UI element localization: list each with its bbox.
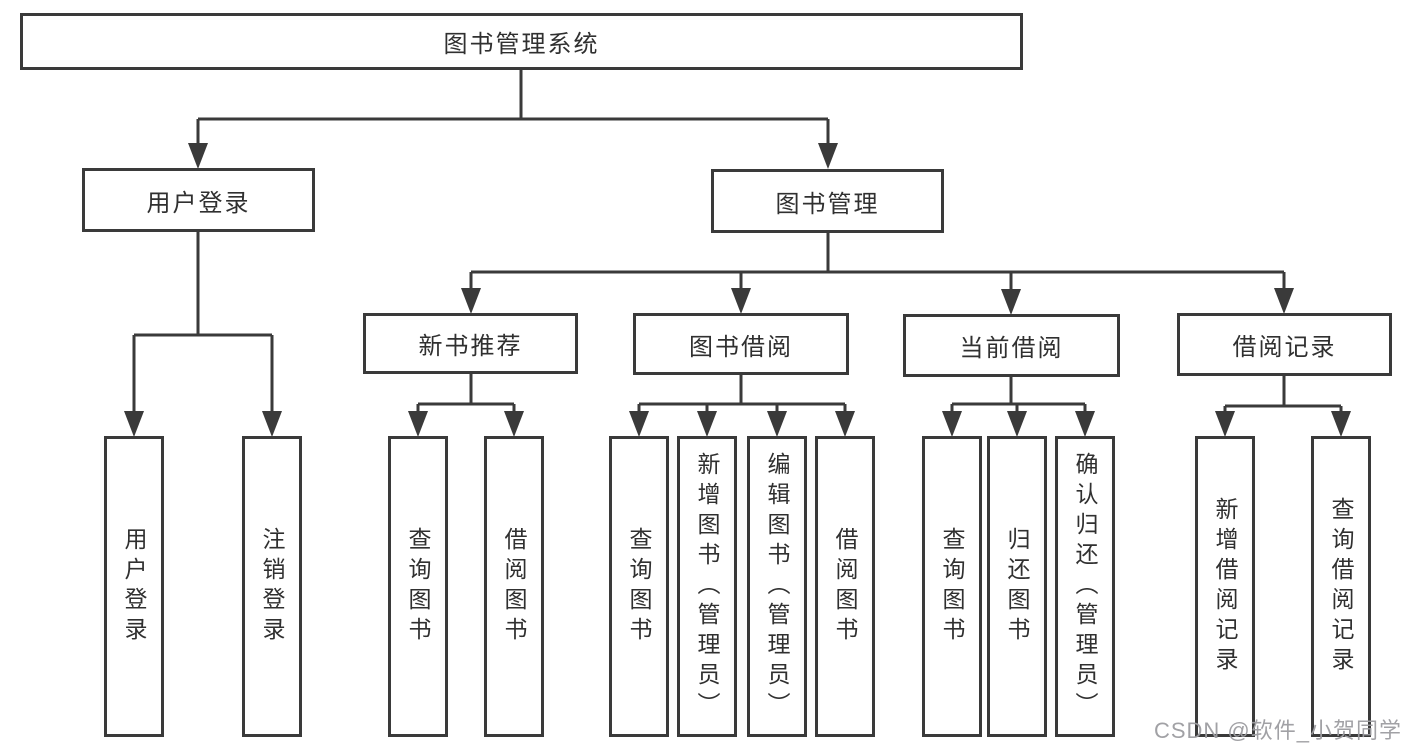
arrowhead-icon bbox=[1075, 411, 1095, 437]
leaf-borrow-query-books: 查询图书 bbox=[609, 436, 669, 737]
arrowhead-icon bbox=[408, 411, 428, 437]
leaf-current-query-books: 查询图书 bbox=[922, 436, 982, 737]
node-new-book-recommend-label: 新书推荐 bbox=[418, 333, 523, 360]
leaf-newbook-query-books-label: 查询图书 bbox=[405, 526, 431, 647]
leaf-current-return-books-label: 归还图书 bbox=[1004, 526, 1030, 647]
arrowhead-icon bbox=[1331, 411, 1351, 437]
node-book-borrow: 图书借阅 bbox=[633, 313, 849, 375]
node-borrow-records: 借阅记录 bbox=[1177, 313, 1392, 376]
node-book-management-label: 图书管理 bbox=[775, 190, 880, 218]
node-root-label: 图书管理系统 bbox=[443, 31, 600, 58]
leaf-newbook-borrow-books-label: 借阅图书 bbox=[501, 526, 527, 647]
leaf-borrow-borrow-books: 借阅图书 bbox=[815, 436, 875, 737]
node-current-borrow: 当前借阅 bbox=[903, 314, 1120, 377]
arrowheads-group bbox=[124, 143, 1351, 437]
leaf-newbook-query-books: 查询图书 bbox=[388, 436, 448, 737]
arrowhead-icon bbox=[262, 411, 282, 437]
leaf-current-query-books-label: 查询图书 bbox=[939, 526, 965, 647]
leaf-user-login: 用户登录 bbox=[104, 436, 164, 737]
leaf-borrow-query-books-label: 查询图书 bbox=[626, 526, 652, 647]
leaf-borrow-edit-books-admin-label: 编辑图书（管理员） bbox=[764, 451, 790, 722]
node-user-login-label: 用户登录 bbox=[146, 189, 251, 217]
arrowhead-icon bbox=[629, 411, 649, 437]
arrowhead-icon bbox=[1274, 288, 1294, 314]
arrowhead-icon bbox=[504, 411, 524, 437]
node-root-system: 图书管理系统 bbox=[20, 13, 1023, 70]
leaf-record-query: 查询借阅记录 bbox=[1311, 436, 1371, 737]
node-user-login: 用户登录 bbox=[82, 168, 315, 232]
leaf-current-return-books: 归还图书 bbox=[987, 436, 1047, 737]
leaf-borrow-add-books-admin: 新增图书（管理员） bbox=[677, 436, 737, 737]
node-book-management: 图书管理 bbox=[711, 169, 944, 233]
arrowhead-icon bbox=[835, 411, 855, 437]
arrowhead-icon bbox=[818, 143, 838, 169]
node-borrow-records-label: 借阅记录 bbox=[1232, 334, 1337, 361]
leaf-record-add: 新增借阅记录 bbox=[1195, 436, 1255, 737]
node-current-borrow-label: 当前借阅 bbox=[959, 335, 1064, 362]
arrowhead-icon bbox=[731, 288, 751, 314]
connector-path bbox=[132, 70, 1343, 414]
csdn-watermark: CSDN @软件_小贺同学 bbox=[1153, 718, 1402, 743]
leaf-logout-label: 注销登录 bbox=[259, 526, 285, 647]
leaf-borrow-borrow-books-label: 借阅图书 bbox=[832, 526, 858, 647]
leaf-logout: 注销登录 bbox=[242, 436, 302, 737]
arrowhead-icon bbox=[1007, 411, 1027, 437]
leaf-user-login-label: 用户登录 bbox=[121, 526, 147, 647]
arrowhead-icon bbox=[767, 411, 787, 437]
arrowhead-icon bbox=[124, 411, 144, 437]
node-new-book-recommend: 新书推荐 bbox=[363, 313, 578, 374]
arrowhead-icon bbox=[697, 411, 717, 437]
leaf-borrow-edit-books-admin: 编辑图书（管理员） bbox=[747, 436, 807, 737]
arrowhead-icon bbox=[1001, 289, 1021, 315]
arrowhead-icon bbox=[461, 288, 481, 314]
leaf-newbook-borrow-books: 借阅图书 bbox=[484, 436, 544, 737]
leaf-current-confirm-return-admin: 确认归还（管理员） bbox=[1055, 436, 1115, 737]
arrowhead-icon bbox=[188, 143, 208, 169]
leaf-borrow-add-books-admin-label: 新增图书（管理员） bbox=[694, 451, 720, 722]
arrowhead-icon bbox=[942, 411, 962, 437]
leaf-current-confirm-return-admin-label: 确认归还（管理员） bbox=[1072, 451, 1098, 722]
arrowhead-icon bbox=[1215, 411, 1235, 437]
leaf-record-query-label: 查询借阅记录 bbox=[1328, 496, 1354, 677]
node-book-borrow-label: 图书借阅 bbox=[689, 333, 793, 361]
leaf-record-add-label: 新增借阅记录 bbox=[1212, 496, 1238, 677]
